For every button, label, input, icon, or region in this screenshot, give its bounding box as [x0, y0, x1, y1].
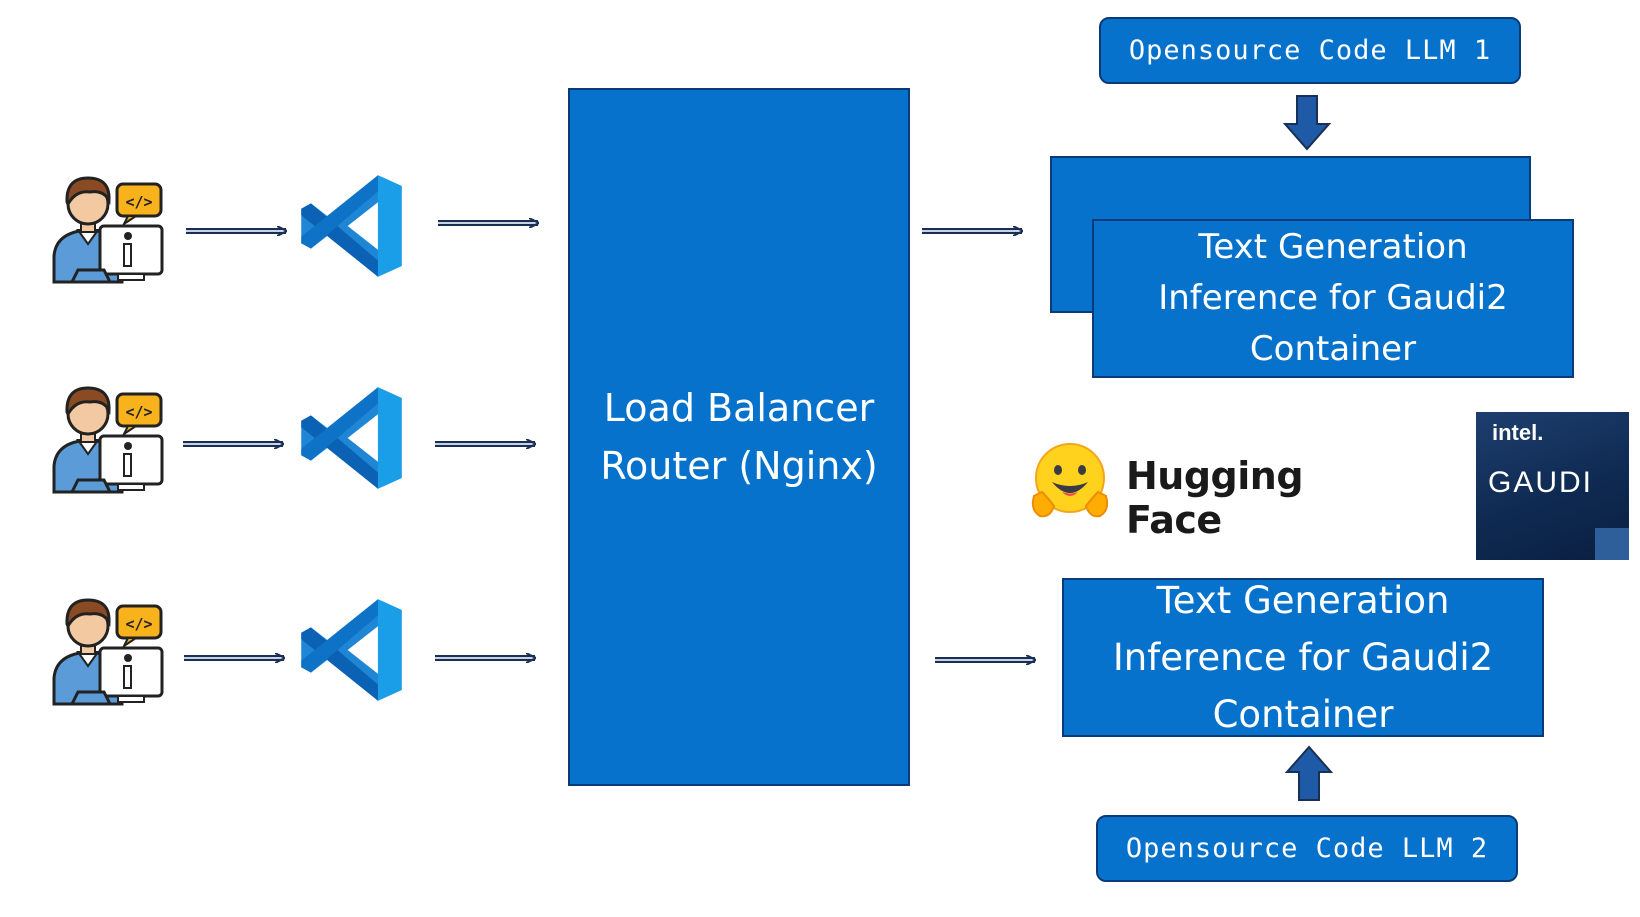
developer-at-computer-icon: </> [52, 176, 164, 284]
editor-3 [297, 596, 407, 704]
vscode-icon [301, 599, 402, 701]
hugging-face-emoji-icon [1031, 443, 1109, 518]
tgi-top-line-3: Container [1249, 329, 1417, 369]
editor-1 [297, 172, 407, 280]
llm-1-label: Opensource Code LLM 1 [1128, 35, 1492, 66]
tgi-top-label: Text Generation Inference for Gaudi2 Con… [1158, 222, 1508, 375]
developer-at-computer-icon: </> [52, 386, 164, 494]
load-balancer-line-1: Load Balancer [603, 386, 875, 430]
block-arrow-llm2-to-tgi-bottom [1284, 745, 1334, 801]
vscode-icon [301, 175, 402, 277]
tgi-top-line-1: Text Generation [1198, 227, 1468, 267]
intel-gaudi-logo: intel. GAUDI [1476, 412, 1629, 560]
load-balancer-label: Load Balancer Router (Nginx) [600, 379, 877, 495]
svg-text:</>: </> [125, 403, 152, 421]
intel-brand-text: intel. [1492, 420, 1544, 445]
block-arrow-llm1-to-tgi-top [1282, 95, 1332, 151]
load-balancer-box: Load Balancer Router (Nginx) [568, 88, 910, 786]
developer-1: </> [48, 166, 168, 286]
llm-2-label: Opensource Code LLM 2 [1125, 833, 1489, 864]
tgi-bottom-line-3: Container [1212, 693, 1394, 736]
tgi-bottom-box: Text Generation Inference for Gaudi2 Con… [1062, 578, 1544, 737]
tgi-bottom-line-1: Text Generation [1156, 579, 1450, 622]
developer-at-computer-icon: </> [52, 598, 164, 706]
llm-1-box: Opensource Code LLM 1 [1099, 17, 1521, 84]
load-balancer-line-2: Router (Nginx) [600, 444, 878, 488]
editor-2 [297, 384, 407, 492]
developer-3: </> [48, 588, 168, 708]
tgi-top-line-2: Inference for Gaudi2 [1158, 278, 1508, 318]
developer-2: </> [48, 376, 168, 496]
svg-text:</>: </> [125, 615, 152, 633]
tgi-top-box: Text Generation Inference for Gaudi2 Con… [1092, 219, 1574, 378]
tgi-bottom-label: Text Generation Inference for Gaudi2 Con… [1113, 572, 1493, 743]
llm-2-box: Opensource Code LLM 2 [1096, 815, 1518, 882]
vscode-icon [301, 387, 402, 489]
hugging-face-logo: Hugging Face [1028, 438, 1408, 542]
svg-text:</>: </> [125, 193, 152, 211]
gaudi-product-text: GAUDI [1488, 466, 1594, 499]
hugging-face-label: Hugging Face [1126, 454, 1304, 542]
tgi-bottom-line-2: Inference for Gaudi2 [1112, 636, 1494, 679]
gaudi-corner-square [1595, 528, 1629, 560]
